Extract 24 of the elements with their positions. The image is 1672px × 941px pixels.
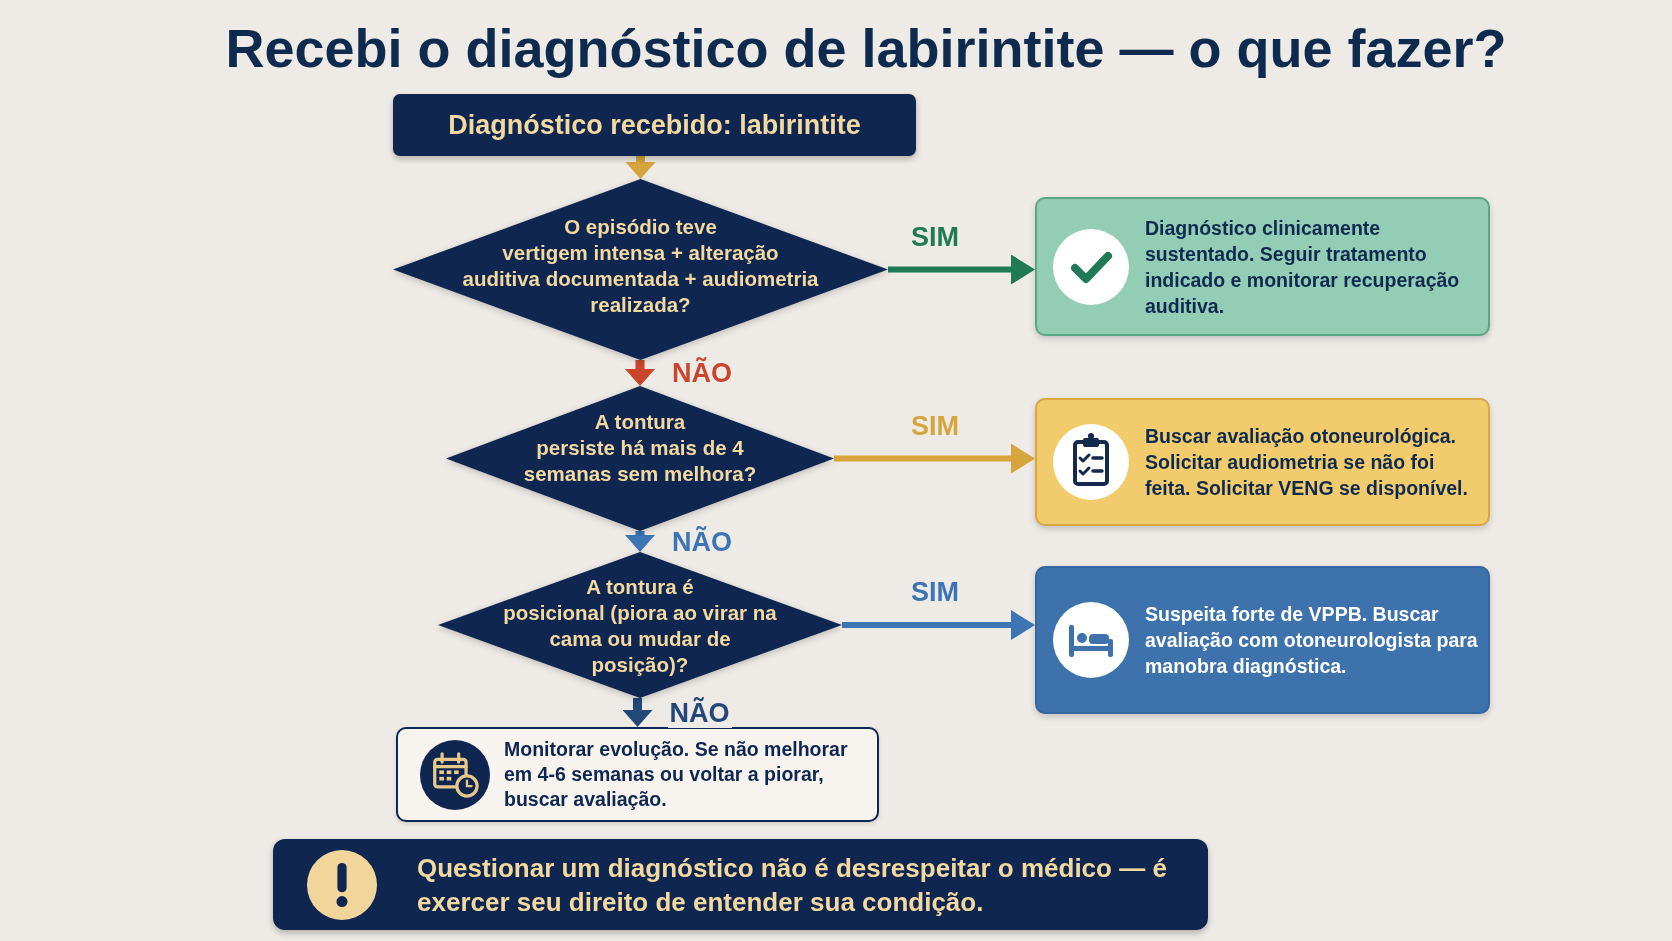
result-box [1035,566,1490,714]
arrow [625,156,656,179]
arrow [842,610,1035,640]
arrow [625,531,655,552]
start-box [393,94,916,156]
edge-label: NÃO [667,697,732,728]
action-box [396,727,879,822]
arrow [888,254,1035,285]
decision-question: A tontura persiste há mais de 4 semanas sem melhora? [523,410,757,485]
arrow [625,360,655,386]
decision-question: O episódio teve vertigem intensa + alteração auditiva documentada + audiometria realizada? [462,215,819,316]
result-text: Suspeita forte de VPPB. Buscar avaliação com otoneurologista para manobra diagnóstica. [1145,603,1478,677]
arrow [834,443,1035,474]
result-text: Diagnóstico clinicamente sustentado. Seguir tratamento indicado e monitorar recuperação auditiva. [1145,216,1460,317]
result-text: Buscar avaliação otoneurológica. Solicitar audiometria se não foi feita. Solicitar VENG se disponível. [1145,425,1468,499]
diagram-title: Recebi o diagnóstico de labirintite — o que fazer? [225,17,1507,79]
note-banner [273,839,1208,930]
result-box [1035,398,1490,526]
arrow [622,698,653,727]
action-text: Monitorar evolução. Se não melhorar em 4-6 semanas ou voltar a piorar, buscar avaliação. [504,738,848,810]
note-text: Questionar um diagnóstico não é desrespeitar o médico — é exercer seu direito de entender sua condição. [417,852,1167,917]
result-box [1035,197,1490,336]
start-label: Diagnóstico recebido: labirintite [448,109,861,141]
decision-question: A tontura é posicional (piora ao virar na cama ou mudar de posição)? [503,575,777,676]
